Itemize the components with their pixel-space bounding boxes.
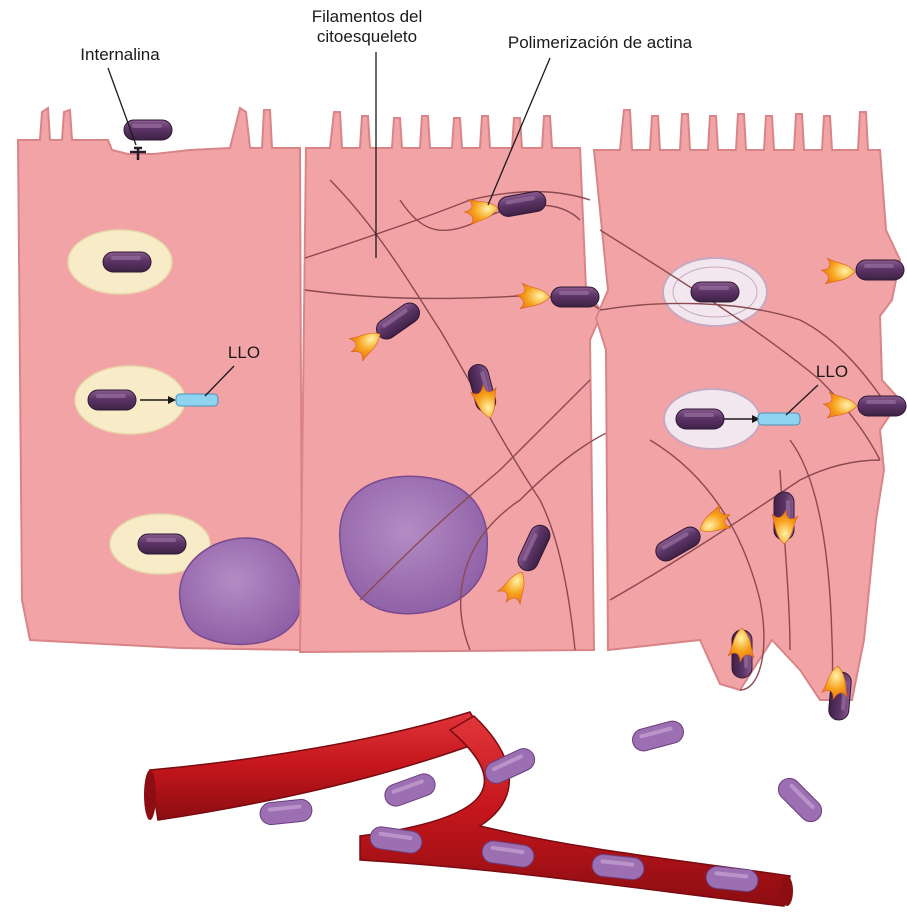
bacterium xyxy=(630,719,686,754)
middle-cell xyxy=(300,112,640,652)
label-internalina: Internalina xyxy=(80,45,160,64)
blood-vessel xyxy=(144,712,793,906)
bacterium xyxy=(676,409,724,429)
label-polimerizacion: Polimerización de actina xyxy=(508,33,693,52)
bacterium xyxy=(691,282,739,302)
nucleus xyxy=(340,476,488,613)
bacterium xyxy=(259,798,313,825)
left-cell xyxy=(18,108,302,650)
vessel-branch xyxy=(150,712,486,820)
bacterium xyxy=(551,287,599,307)
llo-protein xyxy=(176,394,218,406)
label-llo-right: LLO xyxy=(816,362,848,381)
bacterium xyxy=(103,252,151,272)
vessel-opening xyxy=(781,876,793,906)
bacterium xyxy=(858,396,906,416)
label-filamentos-line1: Filamentos del xyxy=(312,7,423,26)
right-cell xyxy=(594,110,906,721)
llo-protein xyxy=(758,413,800,425)
bacterium xyxy=(88,390,136,410)
vessel-opening xyxy=(144,770,156,820)
leader-line-internalina xyxy=(108,68,136,145)
label-filamentos-line2: citoesqueleto xyxy=(317,27,417,46)
label-llo-left: LLO xyxy=(228,343,260,362)
bacterium xyxy=(138,534,186,554)
bacterium xyxy=(382,771,438,809)
bacterium xyxy=(856,260,904,280)
bacterium xyxy=(774,774,826,826)
